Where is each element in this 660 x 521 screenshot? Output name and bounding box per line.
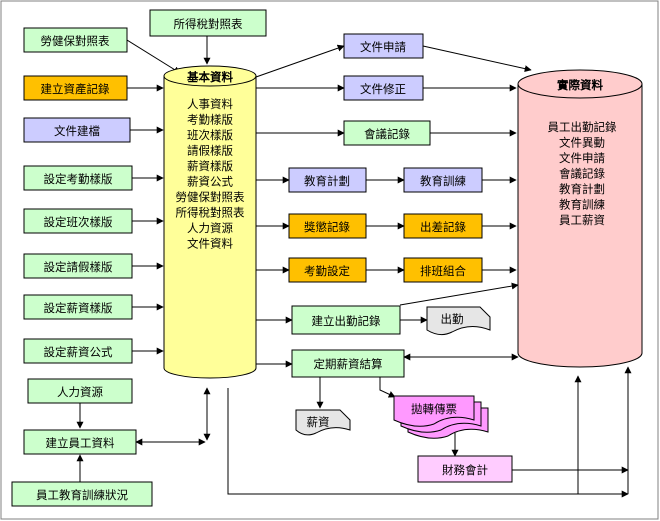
business-trip-label: 出差記錄: [420, 220, 466, 234]
payroll-box[interactable]: [291, 349, 405, 378]
create-employee-box[interactable]: [23, 429, 137, 455]
transfer-voucher-stack[interactable]: 拋轉傳票: [393, 395, 489, 439]
basic-data-item: 請假樣版: [187, 144, 233, 158]
arrow-bottom-loop: [227, 388, 629, 498]
set-leave-box[interactable]: [23, 253, 133, 279]
set-leave-label: 設定請假樣版: [44, 260, 113, 274]
training-box[interactable]: [403, 167, 483, 193]
basic-data-items: 人事資料考勤樣版班次樣版請假樣版薪資樣版薪資公式勞健保對照表所得稅對照表人力資源…: [176, 97, 245, 251]
actual-data-item: 會議記錄: [559, 167, 605, 181]
arrow-create-attendance-to-actual: [399, 282, 519, 306]
attendance-setup-box[interactable]: [288, 257, 367, 283]
attendance-setup-label: 考勤設定: [304, 264, 350, 278]
actual-data-item: 文件申請: [559, 151, 605, 165]
set-attendance-label: 設定考勤樣版: [44, 172, 113, 186]
shift-group-label: 排班組合: [420, 264, 466, 278]
actual-data-item: 員工薪資: [559, 213, 605, 227]
labor-table-label: 勞健保對照表: [41, 34, 110, 48]
left-input-boxes: 勞健保對照表 所得稅對照表 建立資產記錄 文件建檔 設定考勤樣版 設定班次樣版 …: [11, 9, 267, 507]
attendance-doc[interactable]: 出勤: [426, 306, 491, 336]
arrow-to-doc-apply: [255, 44, 345, 78]
create-attendance-box[interactable]: [291, 305, 401, 335]
actual-data-title: 實際資料: [557, 78, 603, 92]
asset-record-box[interactable]: [23, 75, 128, 101]
doc-apply-box[interactable]: [343, 33, 424, 59]
basic-data-item: 人事資料: [187, 97, 233, 111]
asset-record-label: 建立資產記錄: [41, 82, 110, 96]
doc-apply-label: 文件申請: [360, 40, 406, 54]
income-table-box[interactable]: [149, 9, 267, 37]
hr-resource-box[interactable]: [27, 378, 133, 404]
actual-data-item: 員工出勤記錄: [548, 120, 617, 134]
training-plan-label: 教育計劃: [304, 174, 350, 188]
finance-label: 財務會計: [442, 463, 488, 477]
actual-data-item: 教育訓練: [559, 198, 605, 212]
finance-box[interactable]: [417, 455, 513, 483]
doc-filing-label: 文件建檔: [54, 124, 100, 138]
labor-table-box[interactable]: [23, 27, 128, 53]
arrow-labor-table: [126, 39, 181, 74]
set-salary-box[interactable]: [23, 294, 133, 320]
meeting-box[interactable]: [343, 120, 431, 146]
basic-data-cylinder: 基本資料 人事資料考勤樣版班次樣版請假樣版薪資樣版薪資公式勞健保對照表所得稅對照…: [163, 65, 257, 379]
training-status-label: 員工教育訓練狀況: [36, 488, 128, 502]
doc-revise-box[interactable]: [343, 75, 424, 101]
salary-doc-label: 薪資: [307, 415, 330, 429]
training-plan-box[interactable]: [288, 167, 367, 193]
arrow-payroll-to-voucher: [379, 377, 396, 398]
shift-group-box[interactable]: [403, 257, 483, 283]
create-attendance-label: 建立出勤記錄: [312, 314, 381, 328]
basic-data-item: 所得稅對照表: [176, 206, 245, 220]
actual-data-item: 文件異動: [559, 136, 605, 150]
set-formula-label: 設定薪資公式: [44, 345, 113, 359]
payroll-label: 定期薪資結算: [314, 357, 383, 371]
actual-data-item: 教育計劃: [559, 182, 605, 196]
attendance-doc-label: 出勤: [441, 312, 464, 326]
basic-data-item: 考勤樣版: [187, 113, 233, 127]
create-employee-label: 建立員工資料: [46, 436, 115, 450]
set-attendance-box[interactable]: [23, 165, 133, 191]
voucher-label: 拋轉傳票: [411, 402, 457, 416]
arrow-doc-apply-to-actual: [422, 45, 532, 73]
reward-box[interactable]: [288, 213, 367, 239]
reward-label: 獎懲記錄: [304, 220, 350, 234]
basic-data-item: 薪資公式: [187, 175, 233, 189]
business-trip-box[interactable]: [403, 213, 483, 239]
set-formula-box[interactable]: [23, 338, 133, 364]
basic-data-item: 文件資料: [187, 237, 233, 251]
set-shift-box[interactable]: [23, 208, 133, 234]
doc-revise-label: 文件修正: [360, 82, 406, 96]
hr-resource-label: 人力資源: [57, 385, 103, 399]
middle-boxes: 文件申請 文件修正 會議記錄 教育計劃 教育訓練 獎懲記錄 出差記錄 考勤設定 …: [288, 33, 513, 483]
income-table-label: 所得稅對照表: [174, 17, 243, 31]
set-shift-label: 設定班次樣版: [44, 215, 113, 229]
meeting-label: 會議記錄: [364, 127, 410, 141]
set-salary-label: 設定薪資樣版: [44, 301, 113, 315]
basic-data-item: 勞健保對照表: [176, 190, 245, 204]
training-status-box[interactable]: [11, 481, 153, 507]
connectors: [76, 36, 632, 498]
basic-data-item: 班次樣版: [187, 128, 233, 142]
basic-data-item: 薪資樣版: [187, 159, 233, 173]
basic-data-title: 基本資料: [186, 70, 233, 84]
salary-doc[interactable]: 薪資: [295, 409, 351, 436]
doc-filing-box[interactable]: [23, 117, 131, 143]
training-label: 教育訓練: [420, 174, 466, 188]
basic-data-item: 人力資源: [187, 221, 233, 235]
